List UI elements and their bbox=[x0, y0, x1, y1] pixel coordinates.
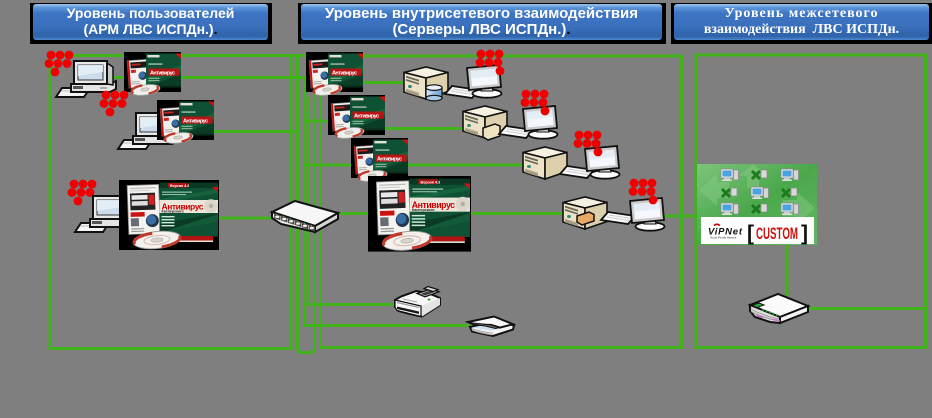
svg-text:Virtual Private Network: Virtual Private Network bbox=[710, 236, 737, 240]
svg-text:ViPNet: ViPNet bbox=[708, 227, 743, 238]
svg-text:]: ] bbox=[801, 222, 808, 245]
svg-text:[: [ bbox=[747, 222, 754, 245]
svg-text:CUSTOM: CUSTOM bbox=[756, 225, 798, 243]
